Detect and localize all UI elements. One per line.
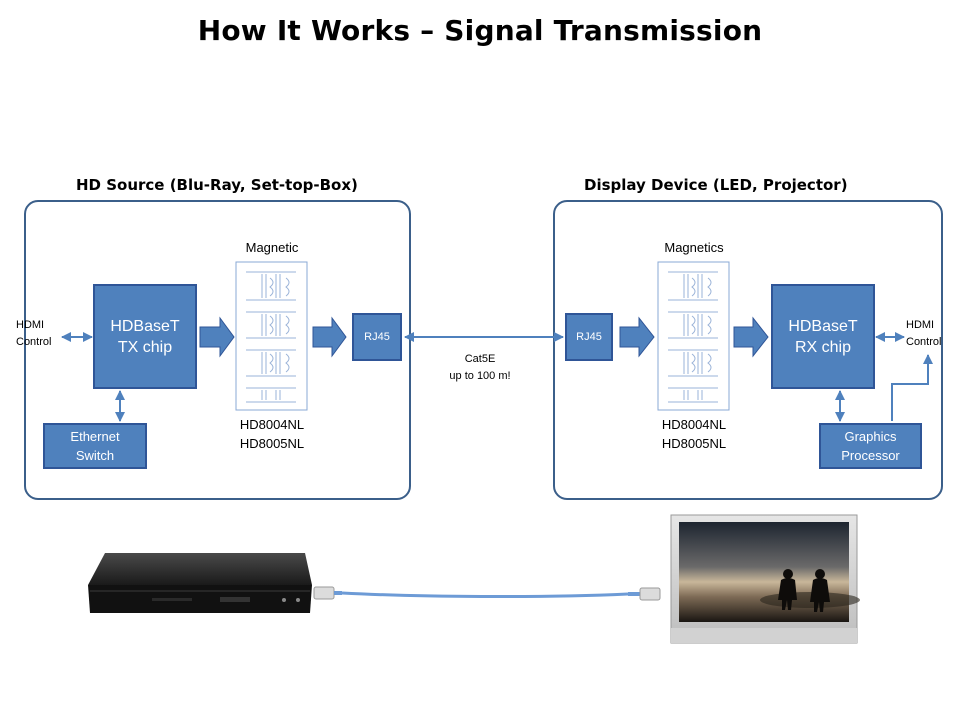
block-arrow-magnetic-to-rj45	[312, 316, 347, 358]
part-numbers-display: HD8004NL HD8005NL	[661, 417, 727, 451]
ethernet-cable-image	[313, 586, 661, 601]
set-top-box-image	[88, 553, 312, 613]
magnetic-label-display: Magnetics	[664, 240, 724, 255]
hdmi-control-label-source: HDMI Control	[16, 319, 52, 348]
control-path	[891, 354, 933, 421]
rj45-display-block: RJ45	[565, 313, 613, 361]
television-image	[670, 514, 860, 644]
part-numbers-source: HD8004NL HD8005NL	[239, 417, 305, 451]
source-panel	[24, 200, 411, 500]
magnetic-module-display	[657, 261, 730, 411]
rx-chip-block: HDBaseT RX chip	[771, 284, 875, 389]
graphics-processor-block: Graphics Processor	[819, 423, 922, 469]
block-arrow-tx-to-magnetic	[199, 316, 235, 358]
cable-label: Cat5E up to 100 m!	[449, 353, 511, 382]
magnetic-label-source: Magnetic	[245, 240, 299, 255]
block-arrow-magnetic-to-rx	[733, 316, 769, 358]
rj45-source-block: RJ45	[352, 313, 402, 361]
display-panel	[553, 200, 943, 500]
block-arrow-rj45-to-magnetic	[619, 316, 655, 358]
magnetic-module-source	[235, 261, 308, 411]
source-section-label: HD Source (Blu-Ray, Set-top-Box)	[76, 176, 358, 194]
display-section-label: Display Device (LED, Projector)	[584, 176, 848, 194]
tx-chip-block: HDBaseT TX chip	[93, 284, 197, 389]
hdmi-control-label-display: HDMI Control	[906, 319, 942, 348]
ethernet-switch-block: Ethernet Switch	[43, 423, 147, 469]
page-title: How It Works – Signal Transmission	[197, 14, 763, 47]
